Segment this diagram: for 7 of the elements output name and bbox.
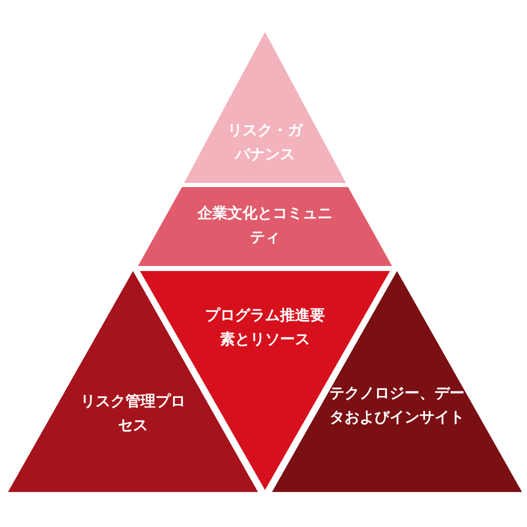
tier-label: プログラム推進要素とリソース bbox=[205, 305, 325, 350]
tier-label: リスク・ガバナンス bbox=[226, 120, 304, 165]
pyramid-band bbox=[138, 187, 392, 266]
tier-label: 企業文化とコミュニティ bbox=[196, 203, 334, 248]
pyramid-triangle bbox=[184, 32, 346, 183]
tier-label: テクノロジー、データおよびインサイト bbox=[328, 383, 466, 428]
tier-label: リスク管理プロセス bbox=[80, 391, 186, 436]
